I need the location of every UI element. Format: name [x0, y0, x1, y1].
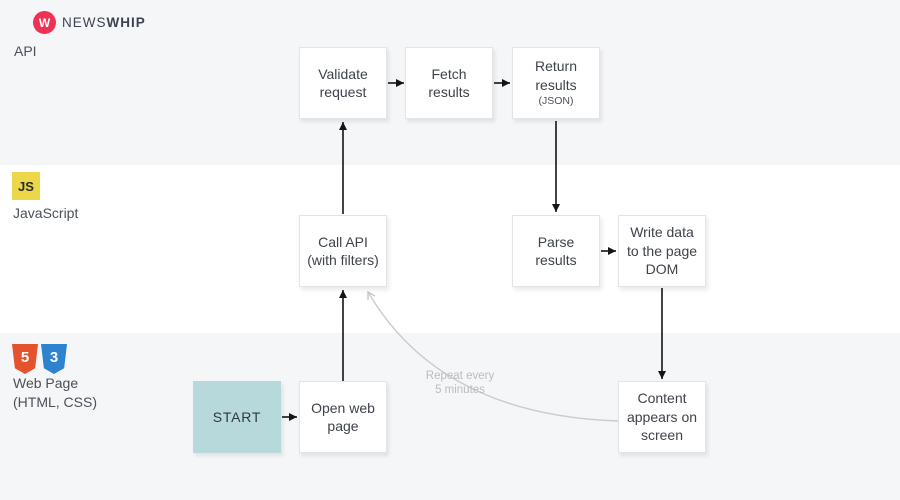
- newswhip-logo-icon: W: [33, 11, 56, 34]
- node-start-label: START: [212, 408, 262, 425]
- lane-javascript-background: [0, 165, 900, 333]
- node-open-web-page: Open web page: [299, 381, 387, 453]
- newswhip-logo: W NEWSWHIP: [33, 11, 146, 34]
- javascript-icon: JS: [12, 172, 40, 200]
- logo-word-whip: WHIP: [106, 15, 146, 30]
- node-open-web-page-label: Open web page: [311, 399, 375, 434]
- repeat-note-line2: 5 minutes: [435, 384, 485, 396]
- lane-label-webpage-line1: Web Page: [13, 375, 79, 391]
- lane-label-webpage-line2: (HTML, CSS): [13, 394, 97, 410]
- node-write-data-dom: Write data to the page DOM: [618, 215, 706, 287]
- node-validate-request: Validate request: [299, 47, 387, 119]
- repeat-every-5-minutes-note: Repeat every 5 minutes: [408, 369, 512, 397]
- lane-label-javascript: JavaScript: [13, 205, 79, 221]
- html5-icon: 5: [12, 344, 38, 374]
- node-content-appears: Content appears on screen: [618, 381, 706, 453]
- node-return-results-sublabel: (JSON): [538, 95, 574, 108]
- node-parse-results: Parse results: [512, 215, 600, 287]
- node-return-results: Return results (JSON): [512, 47, 600, 119]
- logo-word-news: NEWS: [62, 15, 107, 30]
- node-call-api-label: Call API (with filters): [307, 233, 379, 268]
- lane-label-api: API: [14, 43, 37, 59]
- node-content-appears-label: Content appears on screen: [626, 390, 698, 444]
- node-fetch-results-label: Fetch results: [428, 65, 470, 100]
- lane-label-webpage: Web Page (HTML, CSS): [13, 374, 97, 412]
- node-fetch-results: Fetch results: [405, 47, 493, 119]
- node-validate-request-label: Validate request: [318, 65, 368, 100]
- node-call-api: Call API (with filters): [299, 215, 387, 287]
- node-return-results-label: Return results: [534, 58, 578, 93]
- repeat-note-line1: Repeat every: [425, 370, 495, 382]
- node-start: START: [193, 381, 281, 453]
- node-write-data-dom-label: Write data to the page DOM: [626, 224, 698, 278]
- css3-icon: 3: [41, 344, 67, 374]
- node-parse-results-label: Parse results: [535, 233, 577, 268]
- lane-webpage-background: [0, 333, 900, 500]
- newswhip-logo-text: NEWSWHIP: [62, 15, 146, 30]
